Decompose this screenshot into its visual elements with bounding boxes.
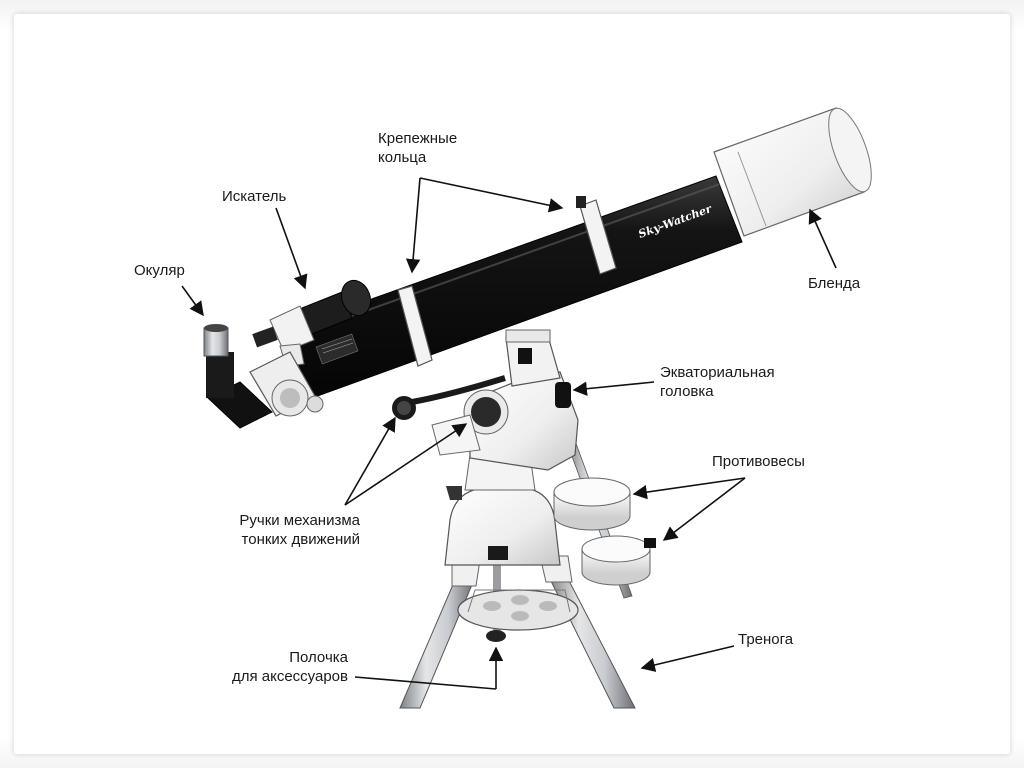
label-mount-rings: Крепежные кольца bbox=[378, 130, 458, 166]
label-dew-shield: Бленда bbox=[808, 275, 861, 292]
dew-shield bbox=[713, 107, 872, 237]
label-accessory-tray: Полочка для аксессуаров bbox=[231, 649, 348, 685]
slow-motion-cable bbox=[392, 375, 506, 420]
label-slow-motion-knobs: Ручки механизма тонких движений bbox=[239, 512, 360, 548]
arrow-dew-shield bbox=[808, 208, 837, 269]
equatorial-head bbox=[431, 329, 579, 471]
label-tripod: Тренога bbox=[738, 631, 794, 648]
arrow-counterweight-lower bbox=[662, 477, 746, 541]
counterweights bbox=[553, 437, 656, 599]
arrow-eyepiece bbox=[181, 285, 204, 317]
arrow-counterweight-upper bbox=[632, 477, 746, 500]
callout-arrows bbox=[181, 177, 837, 690]
label-eyepiece: Окуляр bbox=[134, 262, 185, 279]
arrow-equatorial-head bbox=[572, 381, 655, 396]
label-counterweights: Противовесы bbox=[712, 453, 805, 470]
focuser bbox=[249, 351, 324, 417]
finder-scope bbox=[252, 279, 372, 367]
arrow-knob-right bbox=[344, 423, 468, 506]
tube-rings bbox=[397, 196, 617, 367]
label-equatorial-head: Экваториальная головка bbox=[660, 364, 775, 400]
star-diagonal bbox=[206, 352, 273, 429]
label-finder: Искатель bbox=[222, 188, 287, 205]
arrow-tray-horizontal bbox=[354, 676, 497, 690]
arrow-knob-left bbox=[344, 416, 396, 506]
arrow-tripod bbox=[640, 645, 735, 672]
accessory-tray bbox=[457, 589, 579, 642]
arrow-ring-right bbox=[419, 177, 564, 213]
arrow-finder bbox=[275, 207, 308, 290]
arrow-ring-left bbox=[405, 177, 421, 274]
eyepiece bbox=[203, 324, 229, 357]
